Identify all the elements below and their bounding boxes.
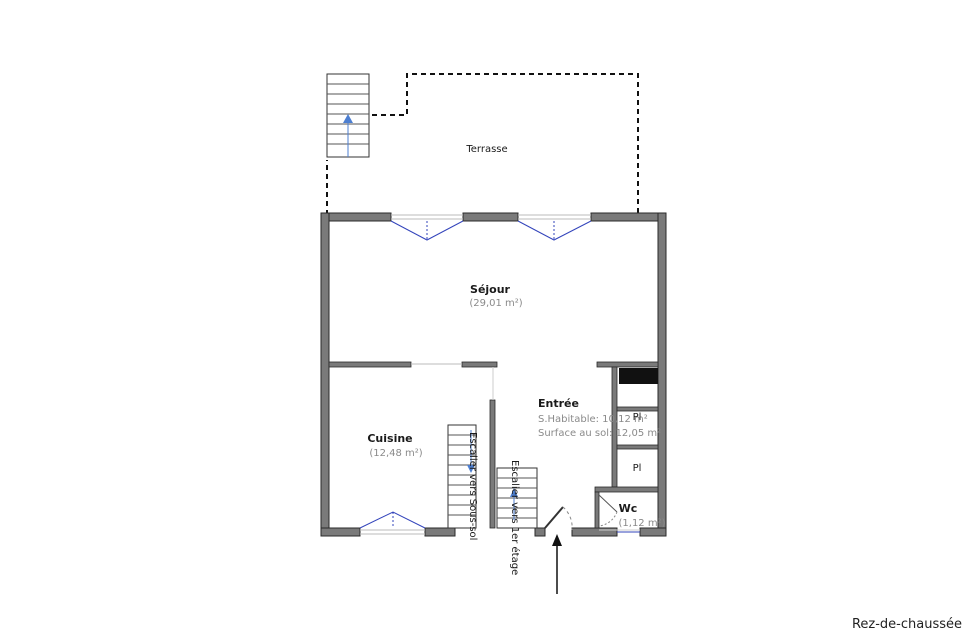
room-label-cuisine: Cuisine [367,432,412,445]
opening-lines [492,367,640,531]
entry-door [544,506,573,531]
room-label-terrasse: Terrasse [465,144,507,155]
stair-down-arrow-icon [467,465,475,473]
room-label-entree: Entrée [538,397,579,410]
room-label-sejour: Séjour [470,283,511,296]
room-habitable-entree: S.Habitable: 10,12 m² [538,414,648,425]
stair-label-upstairs: Escalier vers 1er étage [509,460,521,575]
room-surface-sol-entree: Surface au sol: 12,05 m² [538,428,661,439]
stair-up-arrow-icon [510,488,518,497]
room-area-cuisine: (12,48 m²) [369,448,422,459]
windows [360,214,591,535]
closet-label-2: Pl [633,463,642,474]
window-openings [359,220,592,529]
room-area-sejour: (29,01 m²) [469,298,522,309]
terrace-outline [326,73,639,215]
staircase-basement [447,424,477,529]
closet-label-1: Pl [633,412,642,423]
stair-label-basement: Escalier vers Sous-sol [467,432,478,540]
room-label-wc: Wc [619,502,638,515]
entrance-arrow-icon [552,534,562,594]
exterior-walls [320,212,667,537]
outdoor-staircase [326,73,370,158]
stair-up-arrow-icon [343,114,353,123]
room-area-wc: (1,12 m²) [619,518,666,529]
wc-door [598,494,640,533]
chimney-block [619,368,658,384]
staircase-upstairs [496,467,538,529]
level-label: Rez-de-chaussée [851,617,962,632]
